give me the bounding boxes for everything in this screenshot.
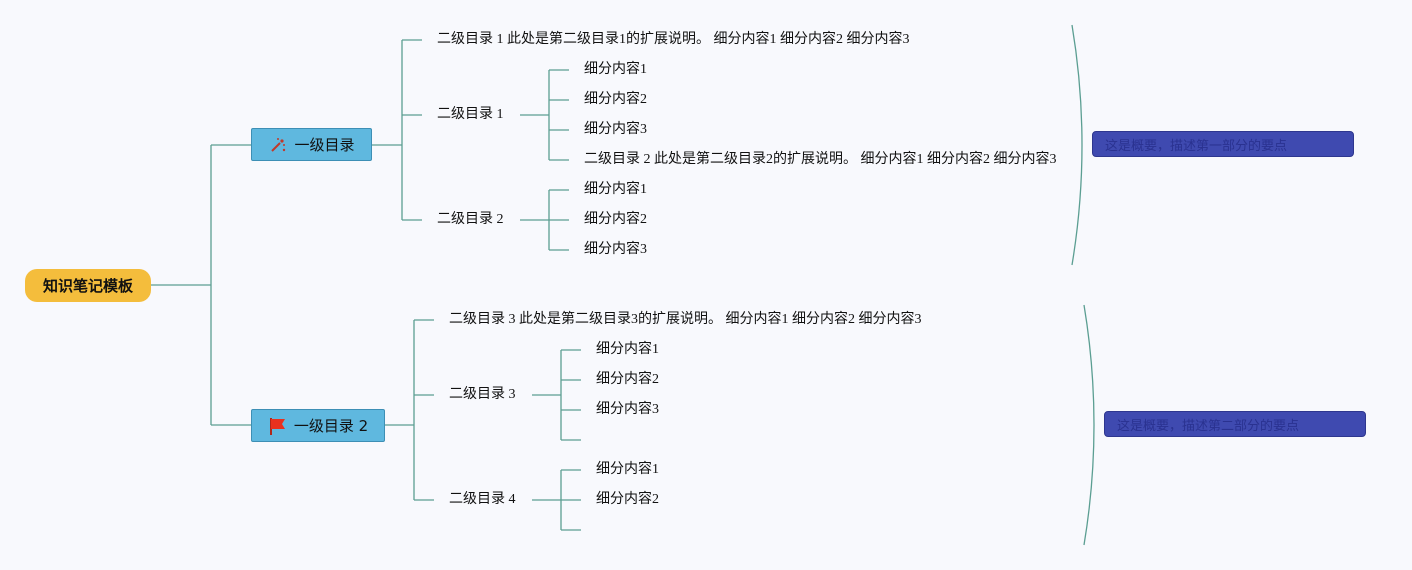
subtopic-1-desc[interactable]: 二级目录 1 此处是第二级目录1的扩展说明。 细分内容1 细分内容2 细分内容3 — [437, 32, 910, 47]
detail-item[interactable]: 细分内容1 — [596, 462, 659, 477]
detail-item[interactable]: 细分内容3 — [596, 402, 659, 417]
detail-item[interactable]: 细分内容3 — [584, 122, 647, 137]
subtopic-2[interactable]: 二级目录 2 — [437, 212, 504, 227]
subtopic-3-desc[interactable]: 二级目录 3 此处是第二级目录3的扩展说明。 细分内容1 细分内容2 细分内容3 — [449, 312, 922, 327]
topic-level1-2[interactable]: 一级目录 2 — [251, 409, 385, 442]
root-topic[interactable]: 知识笔记模板 — [25, 269, 151, 302]
sparkle-icon — [268, 135, 288, 155]
red-flag-icon — [268, 416, 288, 436]
detail-item[interactable]: 二级目录 2 此处是第二级目录2的扩展说明。 细分内容1 细分内容2 细分内容3 — [584, 152, 1057, 167]
detail-item[interactable]: 细分内容2 — [584, 212, 647, 227]
detail-item[interactable]: 细分内容2 — [596, 372, 659, 387]
subtopic-1[interactable]: 二级目录 1 — [437, 107, 504, 122]
topic-level1-2-label: 一级目录 2 — [293, 417, 369, 435]
detail-item[interactable]: 细分内容2 — [596, 492, 659, 507]
summary-brace-2 — [1083, 304, 1095, 546]
subtopic-4[interactable]: 二级目录 4 — [449, 492, 516, 507]
topic-level1-1-label: 一级目录 — [294, 136, 355, 154]
detail-item[interactable]: 细分内容1 — [596, 342, 659, 357]
detail-item[interactable]: 细分内容2 — [584, 92, 647, 107]
topic-level1-1[interactable]: 一级目录 — [251, 128, 372, 161]
summary-1[interactable]: 这是概要，描述第一部分的要点 — [1092, 131, 1354, 157]
summary-brace-1 — [1071, 24, 1083, 266]
detail-item[interactable]: 细分内容1 — [584, 62, 647, 77]
subtopic-3[interactable]: 二级目录 3 — [449, 387, 516, 402]
summary-2[interactable]: 这是概要，描述第二部分的要点 — [1104, 411, 1366, 437]
detail-item[interactable]: 细分内容1 — [584, 182, 647, 197]
detail-item[interactable]: 细分内容3 — [584, 242, 647, 257]
